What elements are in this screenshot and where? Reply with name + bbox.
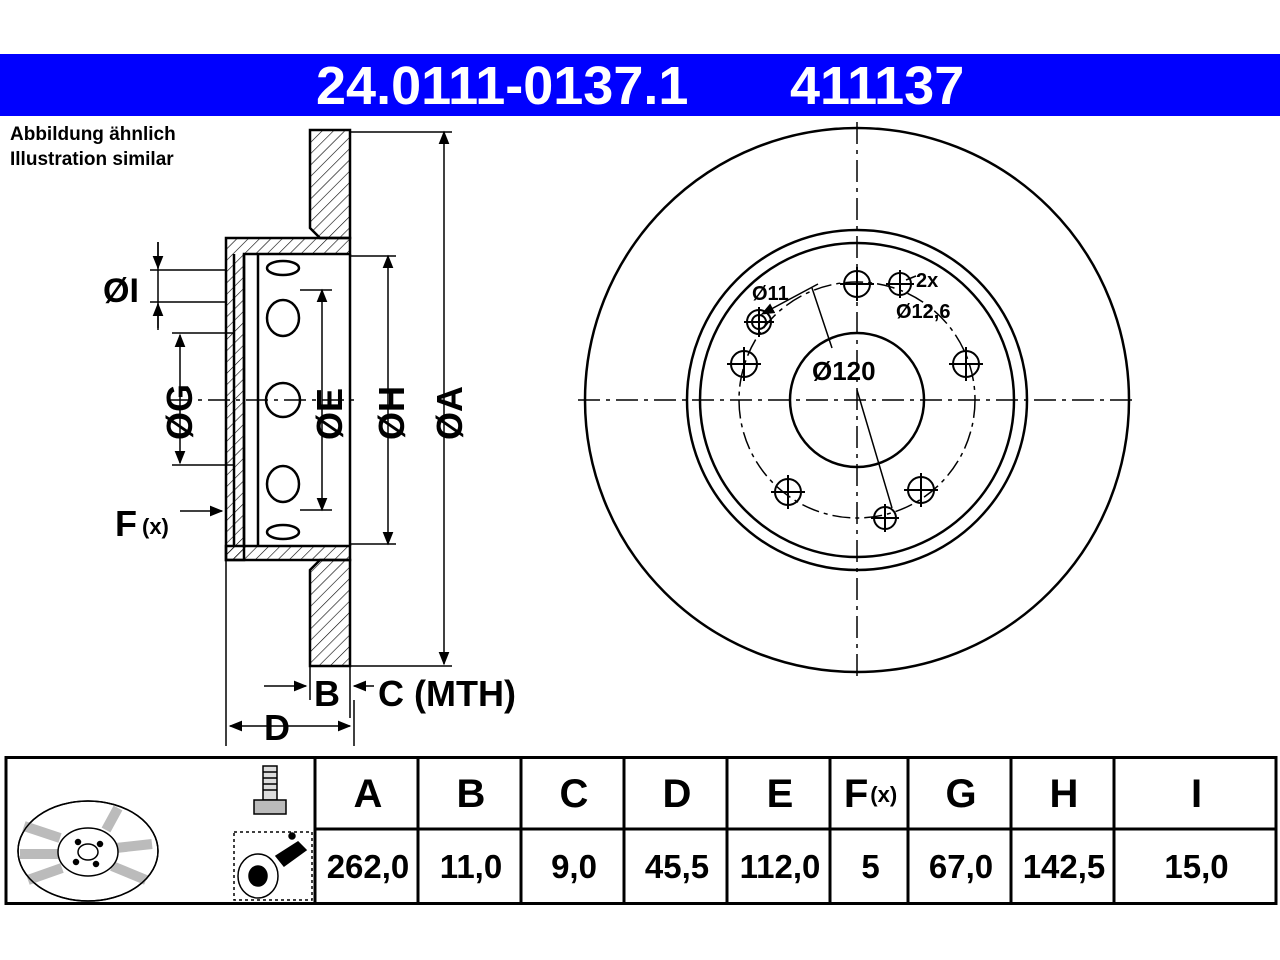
value-G: 67,0 — [928, 848, 994, 885]
label-bolt-hole: Ø11 — [752, 283, 789, 305]
value-E: 112,0 — [739, 848, 821, 885]
section-dimensions — [150, 130, 452, 746]
reference-number: 411137 — [790, 56, 965, 116]
illustration-note-de: Abbildung ähnlich — [10, 124, 176, 145]
technical-drawing: ØI ØG ØE ØH ØA F (x) B C (MTH) D — [103, 122, 1136, 748]
column-header-D: D — [662, 772, 692, 816]
column-header-F-sub: (x) — [870, 781, 898, 807]
brake-disc-icon — [17, 800, 159, 902]
column-header-A: A — [353, 772, 383, 816]
wheel-bolt-icon — [253, 765, 287, 815]
part-number: 24.0111-0137.1 — [316, 56, 689, 116]
column-header-E: E — [766, 772, 794, 816]
front-view — [578, 122, 1136, 678]
label-D: D — [264, 707, 290, 748]
label-C-mth: C (MTH) — [378, 673, 516, 714]
label-diameter-G: ØG — [159, 384, 200, 440]
illustration-note-en: Illustration similar — [10, 149, 174, 170]
spec-table-grid — [4, 756, 1278, 905]
label-diameter-E: ØE — [309, 388, 350, 440]
column-header-F-letter: F — [843, 772, 869, 816]
label-diameter-I: ØI — [103, 272, 139, 310]
value-B: 11,0 — [439, 848, 503, 885]
label-alt-hole: Ø12,6 — [896, 301, 950, 323]
label-twice: 2x — [916, 270, 938, 292]
value-I: 15,0 — [1164, 848, 1229, 885]
column-header-C: C — [559, 772, 589, 816]
label-pcd: Ø120 — [812, 356, 876, 386]
label-diameter-H: ØH — [371, 386, 412, 440]
hub-spray-icon — [233, 831, 313, 901]
column-header-H: H — [1049, 772, 1079, 816]
section-view — [224, 128, 352, 668]
label-F-sub: (x) — [142, 514, 169, 539]
spec-table: A B C D E F(x) G H I 262,0 11,0 9,0 45,5… — [0, 756, 1280, 906]
value-D: 45,5 — [644, 848, 710, 885]
value-F: 5 — [861, 848, 880, 885]
value-H: 142,5 — [1022, 848, 1106, 885]
column-header-B: B — [456, 772, 486, 816]
label-B: B — [314, 673, 340, 714]
label-diameter-A: ØA — [429, 386, 470, 440]
header-bar — [0, 54, 1280, 116]
value-C: 9,0 — [551, 848, 597, 885]
column-header-F: F(x) — [833, 760, 908, 829]
value-A: 262,0 — [326, 848, 410, 885]
column-header-I: I — [1190, 772, 1203, 816]
label-F: F — [115, 503, 137, 544]
column-header-G: G — [945, 772, 977, 816]
